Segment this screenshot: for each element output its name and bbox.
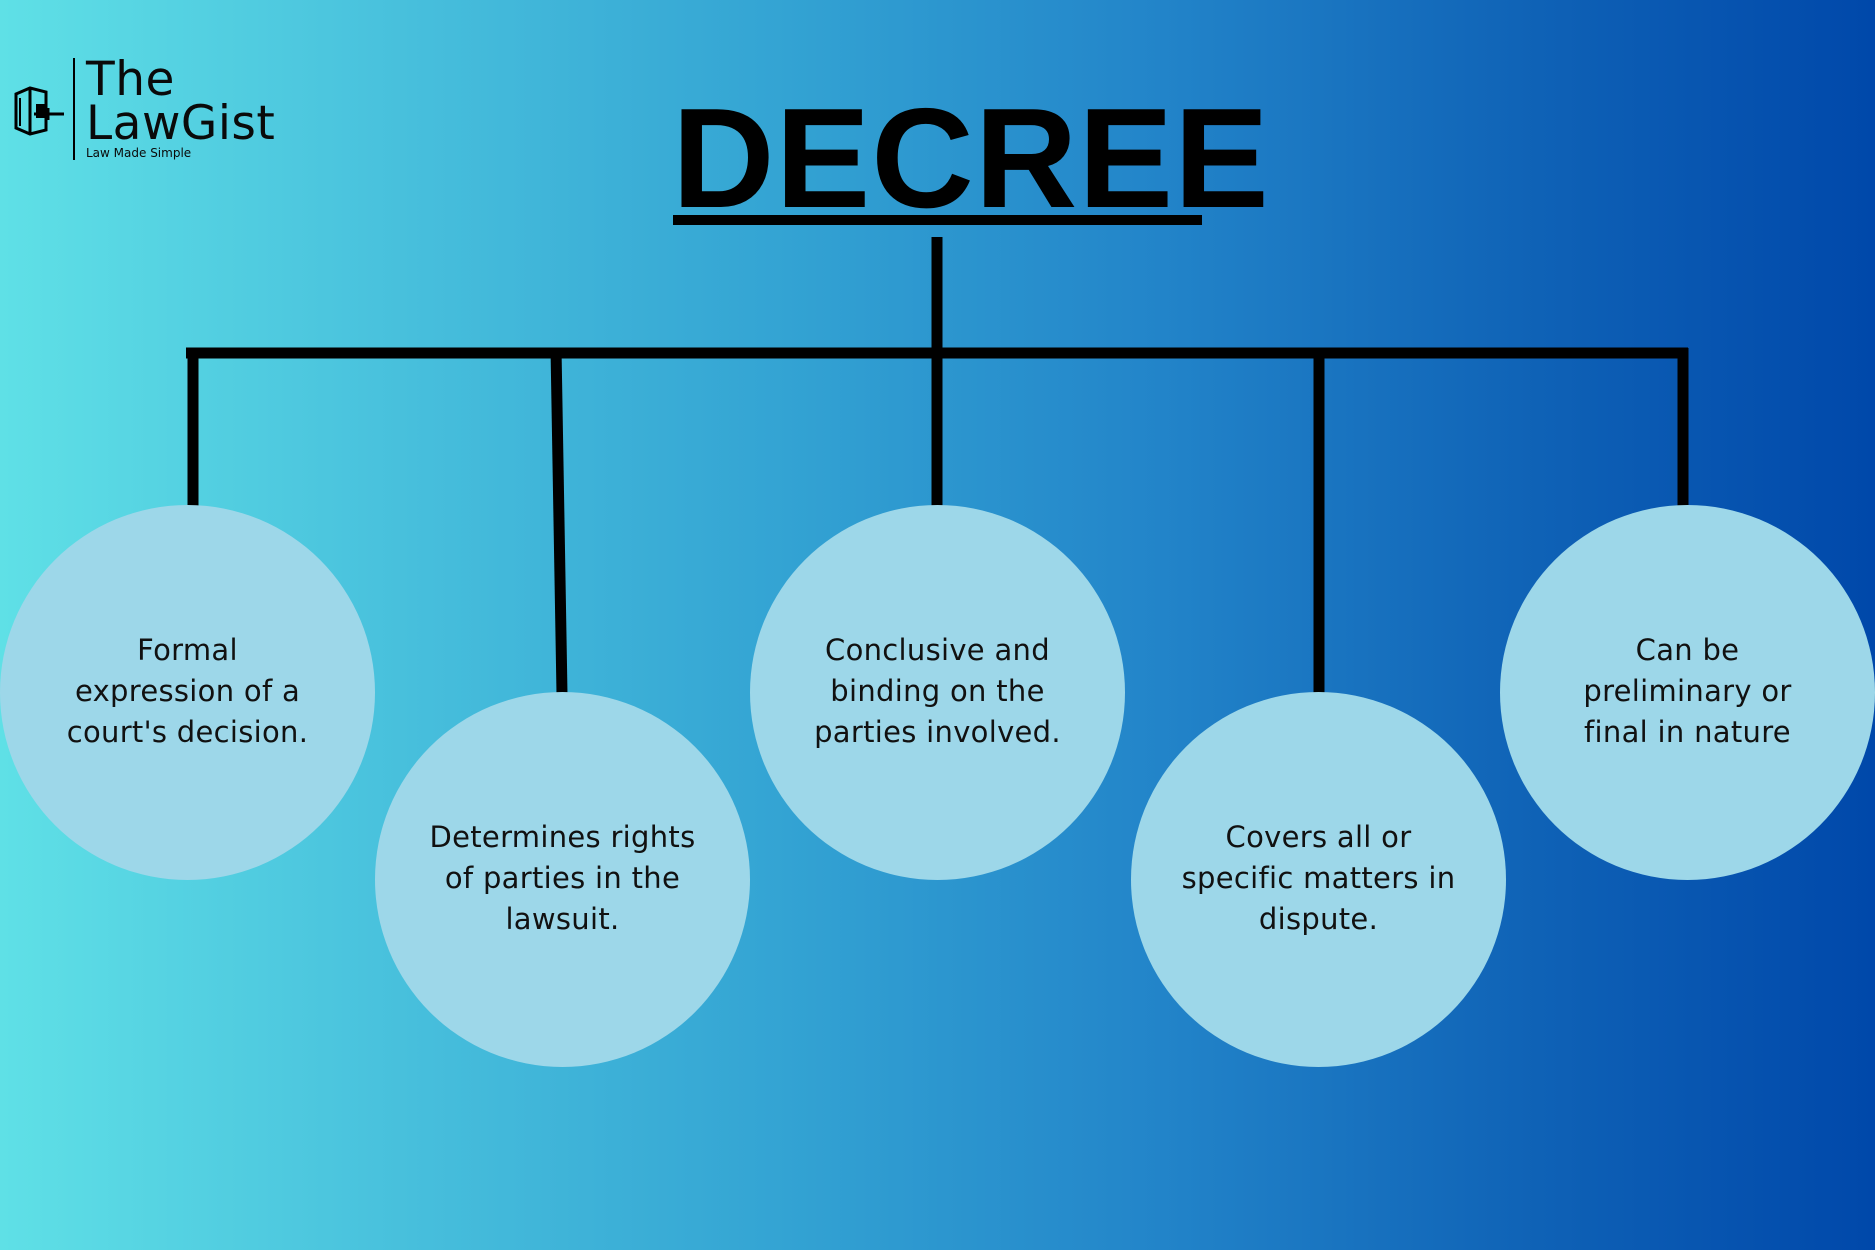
branch-line-2 (550, 347, 568, 695)
node-text: Can be preliminary or final in nature (1583, 633, 1792, 749)
book-gavel-icon (14, 86, 64, 136)
logo-tagline: Law Made Simple (86, 146, 192, 160)
node-determines-rights: Determines rights of parties in the laws… (375, 692, 750, 1067)
node-text: Determines rights of parties in the laws… (429, 820, 696, 936)
node-conclusive-binding: Conclusive and binding on the parties in… (750, 505, 1125, 880)
diagram-title: DECREE (672, 79, 1270, 238)
node-formal-expression: Formal expression of a court's decision. (0, 505, 375, 880)
logo-divider (73, 58, 75, 160)
node-covers-matters: Covers all or specific matters in disput… (1131, 692, 1506, 1067)
logo-text-line1: The (86, 52, 175, 107)
title-underline (673, 215, 1202, 225)
logo-text-line2: LawGist (86, 96, 276, 151)
logo: The LawGist Law Made Simple (12, 56, 282, 164)
node-text: Formal expression of a court's decision. (66, 633, 309, 749)
node-preliminary-final: Can be preliminary or final in nature (1500, 505, 1875, 880)
node-text: Covers all or specific matters in disput… (1181, 820, 1456, 936)
node-text: Conclusive and binding on the parties in… (814, 633, 1061, 749)
